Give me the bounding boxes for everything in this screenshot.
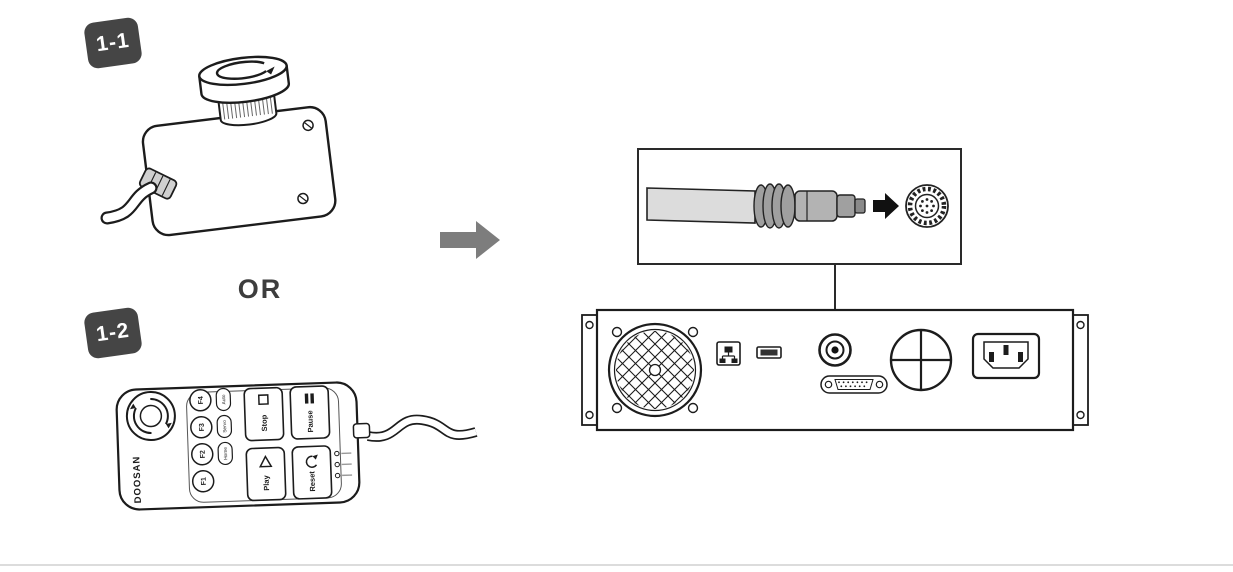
twist-lock-connector-icon <box>889 328 953 392</box>
rack-ear-right <box>1072 314 1089 426</box>
cable-icon <box>646 187 756 224</box>
ear-screw-hole <box>1076 410 1085 420</box>
pendant-port-icon <box>818 333 852 367</box>
side-button-label: Home <box>223 447 229 460</box>
teach-pendant-illustration: DOOSAN F4 F3 F2 F1 Auto Servo Home <box>115 381 478 511</box>
ear-screw-hole <box>1076 320 1085 330</box>
fkey-buttons <box>189 389 215 493</box>
flow-arrow-icon <box>440 221 500 259</box>
fkey-label: F4 <box>198 396 205 405</box>
rack-ear-left <box>581 314 598 426</box>
device-cable <box>100 181 158 225</box>
insert-arrow-icon <box>873 193 899 219</box>
estop-reset-arrow-icon <box>215 60 275 80</box>
stop-symbol-icon <box>257 394 269 406</box>
side-button-label: Auto <box>221 394 227 404</box>
fkey-label: F1 <box>201 477 208 486</box>
side-button-label: Servo <box>222 420 228 433</box>
main-button-label: Stop <box>259 414 269 431</box>
ear-screw-hole <box>585 410 594 420</box>
or-label: OR <box>237 274 283 304</box>
dsub-connector-icon <box>820 375 888 394</box>
reset-symbol-icon <box>305 454 318 468</box>
cable-connector-icon <box>753 183 866 229</box>
usb-port-icon <box>756 346 782 359</box>
ear-screw-hole <box>585 320 594 330</box>
socket-connector-icon <box>905 184 949 228</box>
fan-screw-icon <box>611 326 699 414</box>
housing-screw-icon <box>297 119 314 205</box>
controller-rear-panel <box>581 308 1089 432</box>
bottom-divider <box>0 564 1233 566</box>
main-buttons <box>243 385 333 502</box>
led-indicators <box>334 450 353 479</box>
pendant-estop-icon <box>125 391 176 442</box>
callout-leader-line <box>834 265 836 335</box>
pendant-cable <box>367 414 478 442</box>
connector-callout-box <box>637 148 962 265</box>
play-symbol-icon <box>258 454 273 468</box>
side-pill-buttons <box>215 387 233 466</box>
power-inlet-icon <box>971 332 1041 380</box>
pendant-brand: DOOSAN <box>131 455 144 503</box>
main-button-label: Pause <box>305 410 315 432</box>
estop-device-illustration <box>100 55 337 237</box>
ethernet-port-icon <box>716 341 741 366</box>
pause-symbol-icon <box>304 393 315 404</box>
fkey-label: F2 <box>200 450 207 459</box>
fan-grille-icon <box>607 322 703 418</box>
main-button-label: Reset <box>307 471 317 492</box>
strain-relief <box>352 422 371 439</box>
main-button-label: Play <box>262 474 272 491</box>
step-badge-1-2: 1-2 <box>83 306 143 360</box>
fkey-label: F3 <box>199 423 206 432</box>
connector-detail-illustration <box>646 183 949 229</box>
